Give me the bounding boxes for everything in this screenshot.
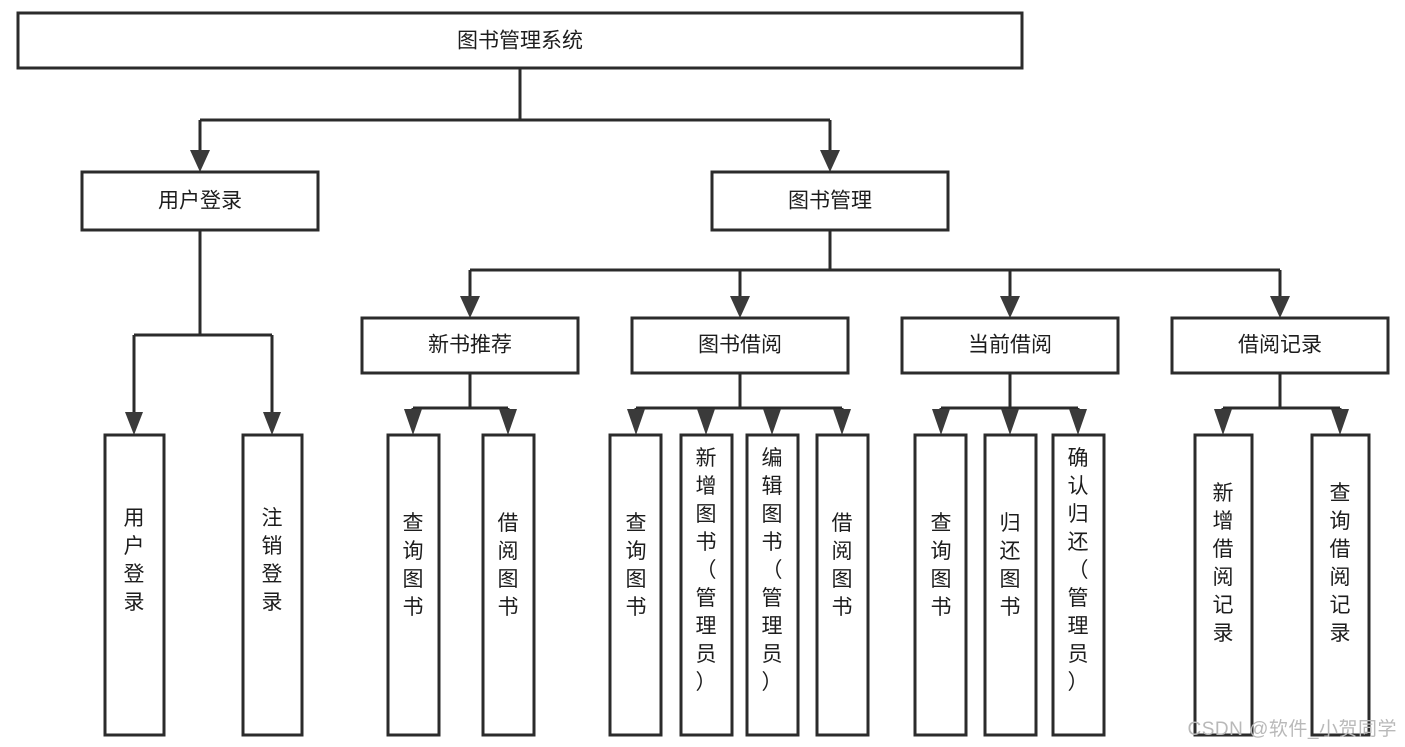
arrow-head-icon [1000, 296, 1020, 318]
node-add-borrow-record-box[interactable] [1193, 433, 1254, 737]
node-user-logout-leaf[interactable]: 注销登录 [241, 433, 304, 737]
arrow-head-icon [763, 409, 781, 435]
arrow-head-icon [125, 412, 143, 435]
node-root-label: 图书管理系统 [457, 30, 583, 53]
node-query-book-2-label: 查询图书 [626, 512, 647, 619]
node-borrow-book-2[interactable]: 借阅图书 [815, 433, 870, 737]
arrow-head-icon [833, 409, 851, 435]
arrow-head-icon [932, 409, 950, 435]
arrow-head-icon [499, 409, 517, 435]
node-user-logout-leaf-box[interactable] [241, 433, 304, 737]
node-user-login-leaf[interactable]: 用户登录 [103, 433, 166, 737]
node-query-borrow-record-label: 查询借阅记录 [1330, 482, 1351, 645]
node-user-logout-leaf-label: 注销登录 [262, 507, 283, 614]
node-query-borrow-record-box[interactable] [1310, 433, 1371, 737]
node-layer: 图书管理系统 用户登录 图书管理 新书推荐 图书借阅 [16, 11, 1390, 737]
node-borrow-record-label: 借阅记录 [1238, 334, 1322, 357]
node-query-book-1[interactable]: 查询图书 [386, 433, 441, 737]
arrow-head-icon [263, 412, 281, 435]
arrow-head-icon [190, 150, 210, 172]
node-new-book-recommend-box[interactable] [360, 316, 580, 375]
node-borrow-book-2-label: 借阅图书 [832, 512, 853, 619]
node-confirm-return-admin-label: 确认归还（管理员） [1068, 447, 1089, 694]
node-borrow-record[interactable]: 借阅记录 [1170, 316, 1390, 375]
node-edit-book-admin[interactable]: 编辑图书（管理员） [745, 433, 800, 737]
node-add-borrow-record-label: 新增借阅记录 [1213, 482, 1234, 645]
node-add-book-admin-box[interactable] [679, 433, 734, 737]
node-book-management-label: 图书管理 [788, 190, 872, 213]
node-query-borrow-record[interactable]: 查询借阅记录 [1310, 433, 1371, 737]
node-user-login-label: 用户登录 [158, 190, 242, 213]
node-return-book-box[interactable] [983, 433, 1038, 737]
node-book-management[interactable]: 图书管理 [710, 170, 950, 232]
node-return-book[interactable]: 归还图书 [983, 433, 1038, 737]
arrow-head-icon [460, 296, 480, 318]
csdn-watermark: CSDN @软件_小贺同学 [1187, 719, 1397, 740]
node-query-book-1-box[interactable] [386, 433, 441, 737]
node-book-borrow[interactable]: 图书借阅 [630, 316, 850, 375]
arrow-head-icon [1214, 409, 1232, 435]
arrow-head-icon [1331, 409, 1349, 435]
node-query-book-3[interactable]: 查询图书 [913, 433, 968, 737]
node-current-borrow[interactable]: 当前借阅 [900, 316, 1120, 375]
node-query-book-3-label: 查询图书 [931, 512, 952, 619]
node-book-borrow-label: 图书借阅 [698, 334, 782, 357]
node-add-book-admin[interactable]: 新增图书（管理员） [679, 433, 734, 737]
node-query-book-2[interactable]: 查询图书 [608, 433, 663, 737]
node-borrow-book-1[interactable]: 借阅图书 [481, 433, 536, 737]
node-book-borrow-box[interactable] [630, 316, 850, 375]
node-borrow-record-box[interactable] [1170, 316, 1390, 375]
node-user-login-leaf-box[interactable] [103, 433, 166, 737]
node-user-login[interactable]: 用户登录 [80, 170, 320, 232]
arrow-head-icon [1001, 409, 1019, 435]
node-root-box[interactable] [16, 11, 1024, 70]
node-borrow-book-1-box[interactable] [481, 433, 536, 737]
node-return-book-label: 归还图书 [1000, 512, 1021, 619]
node-borrow-book-2-box[interactable] [815, 433, 870, 737]
arrow-head-icon [730, 296, 750, 318]
node-current-borrow-label: 当前借阅 [968, 334, 1052, 357]
connector-layer [125, 68, 1349, 435]
arrow-head-icon [1270, 296, 1290, 318]
node-current-borrow-box[interactable] [900, 316, 1120, 375]
arrow-head-icon [697, 409, 715, 435]
node-confirm-return-admin[interactable]: 确认归还（管理员） [1051, 433, 1106, 737]
arrow-head-icon [820, 150, 840, 172]
node-root[interactable]: 图书管理系统 [16, 11, 1024, 70]
node-new-book-recommend[interactable]: 新书推荐 [360, 316, 580, 375]
node-add-borrow-record[interactable]: 新增借阅记录 [1193, 433, 1254, 737]
node-query-book-1-label: 查询图书 [403, 512, 424, 619]
node-add-book-admin-label: 新增图书（管理员） [696, 447, 717, 694]
node-user-login-box[interactable] [80, 170, 320, 232]
node-book-management-box[interactable] [710, 170, 950, 232]
arrow-head-icon [627, 409, 645, 435]
node-confirm-return-admin-box[interactable] [1051, 433, 1106, 737]
node-user-login-leaf-label: 用户登录 [124, 507, 145, 614]
node-edit-book-admin-box[interactable] [745, 433, 800, 737]
arrow-head-icon [404, 409, 422, 435]
node-new-book-recommend-label: 新书推荐 [428, 334, 512, 357]
node-edit-book-admin-label: 编辑图书（管理员） [762, 447, 783, 694]
node-borrow-book-1-label: 借阅图书 [498, 512, 519, 619]
node-query-book-3-box[interactable] [913, 433, 968, 737]
node-query-book-2-box[interactable] [608, 433, 663, 737]
arrow-head-icon [1069, 409, 1087, 435]
